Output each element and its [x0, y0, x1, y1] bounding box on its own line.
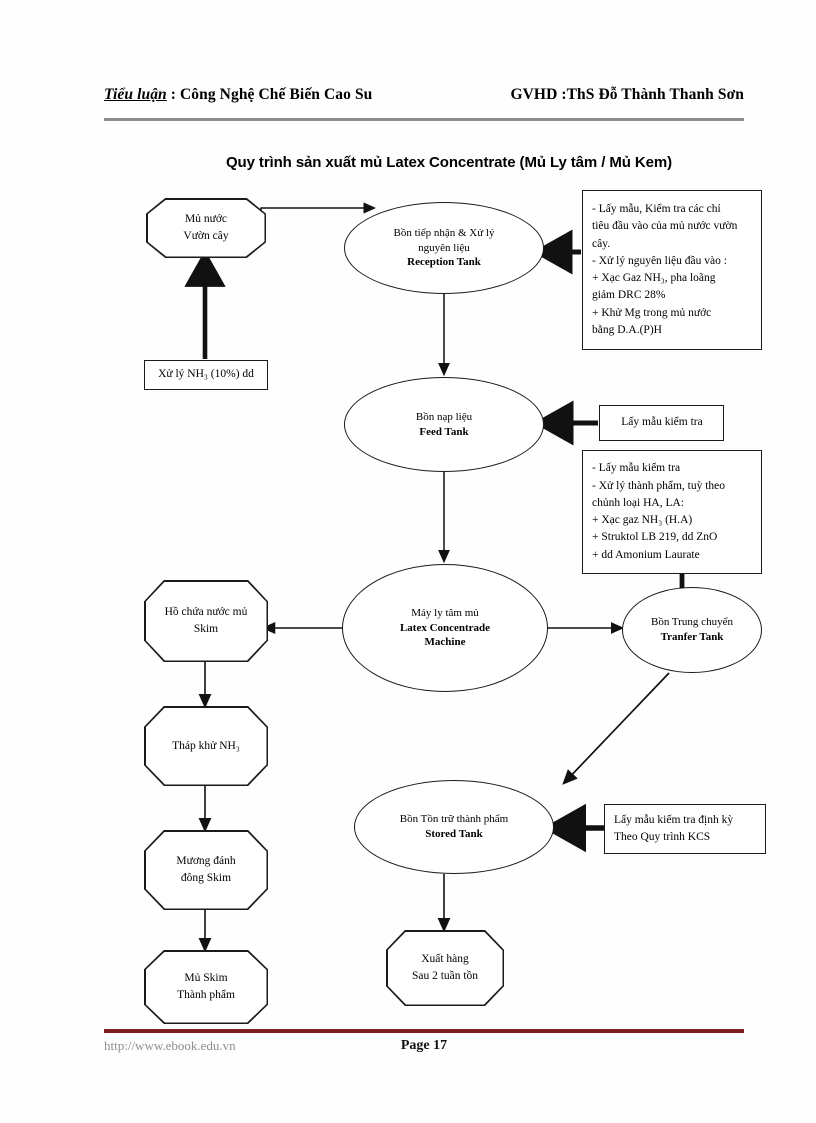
- node-skim-pool-line2: Skim: [193, 623, 219, 635]
- process-flow-diagram: Quy trình sản xuất mủ Latex Concentrate …: [104, 140, 766, 1024]
- note-reception-line-6: + Khử Mg trong mủ nước: [592, 306, 712, 319]
- node-coagulation-channel-line1: Mương đánh: [176, 855, 236, 868]
- node-reception-tank[interactable]: Bồn tiếp nhận & Xử lý nguyên liệu Recept…: [344, 202, 544, 294]
- node-skim-product[interactable]: Mủ Skim Thành phẩm: [144, 950, 268, 1024]
- note-process-line-1: - Xử lý thành phẩm, tuỳ theo: [592, 479, 726, 492]
- running-header: Tiểu luận : Công Nghệ Chế Biến Cao Su GV…: [104, 86, 744, 116]
- note-reception-lines: - Lấy mẫu, Kiểm tra các chỉ tiêu đầu vào…: [592, 201, 737, 339]
- note-feed-sampling[interactable]: Lấy mẫu kiểm tra: [599, 405, 724, 441]
- node-transfer-tank[interactable]: Bồn Trung chuyển Tranfer Tank: [622, 587, 762, 673]
- note-process-line-2: chủnh loại HA, LA:: [592, 496, 684, 509]
- node-latex-field-line2: Vườn cây: [183, 230, 229, 242]
- node-skim-product-line2: Thành phẩm: [177, 989, 235, 1001]
- node-coagulation-channel-line2: đông Skim: [180, 872, 232, 884]
- node-shipping-line1: Xuất hàng: [421, 953, 469, 966]
- note-process-line-3: + Xạc gaz NH₃ (H.A): [592, 514, 693, 526]
- note-reception-instructions[interactable]: - Lấy mẫu, Kiểm tra các chỉ tiêu đầu vào…: [582, 190, 762, 350]
- note-reception-line-3: - Xử lý nguyên liệu đầu vào :: [592, 254, 727, 267]
- node-latex-field-line1: Mủ nước: [184, 213, 228, 226]
- node-feed-tank-line1: Bồn nạp liệu: [415, 410, 473, 423]
- note-reception-line-0: - Lấy mẫu, Kiểm tra các chỉ: [592, 203, 721, 215]
- wire-field-to-reception: [256, 202, 377, 224]
- running-footer: http://www.ebook.edu.vn Page 17: [104, 1038, 744, 1060]
- node-feed-tank[interactable]: Bồn nạp liệu Feed Tank: [344, 377, 544, 472]
- node-shipping-line2: Sau 2 tuần tồn: [411, 970, 479, 982]
- diagram-connectors: [184, 202, 704, 953]
- note-process-instructions[interactable]: - Lấy mẫu kiểm tra - Xử lý thành phẩm, t…: [582, 450, 762, 574]
- header-emphasis: Tiểu luận: [104, 86, 167, 103]
- node-transfer-tank-line1: Bồn Trung chuyển: [651, 616, 733, 629]
- node-shipping[interactable]: Xuất hàng Sau 2 tuần tồn: [386, 930, 504, 1006]
- note-kcs-lines: Lấy mẫu kiểm tra định kỳ Theo Quy trình …: [614, 812, 733, 847]
- header-right-advisor: GVHD :ThS Đỗ Thành Thanh Sơn: [510, 86, 744, 103]
- note-kcs-inspection[interactable]: Lấy mẫu kiểm tra định kỳ Theo Quy trình …: [604, 804, 766, 854]
- node-nh3-treatment-label: Xử lý NH₃ (10%) dd: [158, 368, 254, 381]
- footer-url[interactable]: http://www.ebook.edu.vn: [104, 1038, 236, 1053]
- node-latex-machine[interactable]: Máy ly tâm mủ Latex Concentrade Machine: [342, 564, 548, 692]
- node-latex-machine-line3: Machine: [424, 636, 466, 649]
- note-process-line-4: + Struktol LB 219, dd ZnO: [592, 531, 718, 544]
- node-feed-tank-line2: Feed Tank: [419, 425, 469, 438]
- footer-page-number: Page 17: [400, 1038, 448, 1053]
- node-stored-tank[interactable]: Bồn Tồn trữ thành phẩm Stored Tank: [354, 780, 554, 874]
- note-process-lines: - Lấy mẫu kiểm tra - Xử lý thành phẩm, t…: [592, 460, 725, 564]
- note-feed-line-0: Lấy mẫu kiểm tra: [621, 416, 703, 429]
- header-divider: [104, 118, 744, 121]
- node-reception-tank-line1: Bồn tiếp nhận & Xử lý: [393, 226, 495, 239]
- node-nh3-tower[interactable]: Tháp khử NH₃: [144, 706, 268, 786]
- node-reception-tank-line2: nguyên liệu: [418, 241, 470, 254]
- node-nh3-tower-label: Tháp khử NH₃: [172, 739, 240, 752]
- diagram-title: Quy trình sản xuất mủ Latex Concentrate …: [225, 154, 672, 171]
- note-kcs-line-1: Theo Quy trình KCS: [614, 831, 711, 843]
- node-latex-machine-line1: Máy ly tâm mủ: [411, 606, 479, 619]
- node-reception-tank-line3: Reception Tank: [407, 256, 481, 269]
- note-reception-line-1: tiêu đầu vào của mủ nước vườn: [592, 220, 738, 233]
- node-latex-field[interactable]: Mủ nước Vườn cây: [146, 198, 266, 258]
- footer-divider: [104, 1029, 744, 1033]
- header-left-title: Tiểu luận : Công Nghệ Chế Biến Cao Su: [104, 86, 372, 104]
- header-left-rest: : Công Nghệ Chế Biến Cao Su: [166, 86, 373, 103]
- note-reception-line-4: + Xạc Gaz NH₃, pha loãng: [592, 272, 716, 284]
- note-reception-line-5: giảm DRC 28%: [592, 289, 666, 302]
- node-skim-pool[interactable]: Hồ chứa nước mủ Skim: [144, 580, 268, 662]
- node-transfer-tank-line2: Tranfer Tank: [660, 631, 724, 643]
- node-latex-machine-line2: Latex Concentrade: [399, 621, 491, 634]
- wire-transfer-to-stored: [562, 672, 670, 785]
- node-coagulation-channel[interactable]: Mương đánh đông Skim: [144, 830, 268, 910]
- node-skim-pool-line1: Hồ chứa nước mủ: [164, 606, 248, 619]
- note-process-line-0: - Lấy mẫu kiểm tra: [592, 462, 681, 475]
- note-kcs-line-0: Lấy mẫu kiểm tra định kỳ: [614, 813, 734, 826]
- note-reception-line-2: cây.: [592, 237, 611, 250]
- note-reception-line-7: bằng D.A.(P)H: [592, 323, 662, 336]
- node-nh3-treatment[interactable]: Xử lý NH₃ (10%) dd: [144, 360, 268, 390]
- node-stored-tank-line1: Bồn Tồn trữ thành phẩm: [399, 813, 509, 826]
- node-stored-tank-line2: Stored Tank: [425, 828, 483, 840]
- node-skim-product-line1: Mủ Skim: [184, 972, 228, 985]
- note-process-line-5: + dd Amonium Laurate: [592, 548, 700, 561]
